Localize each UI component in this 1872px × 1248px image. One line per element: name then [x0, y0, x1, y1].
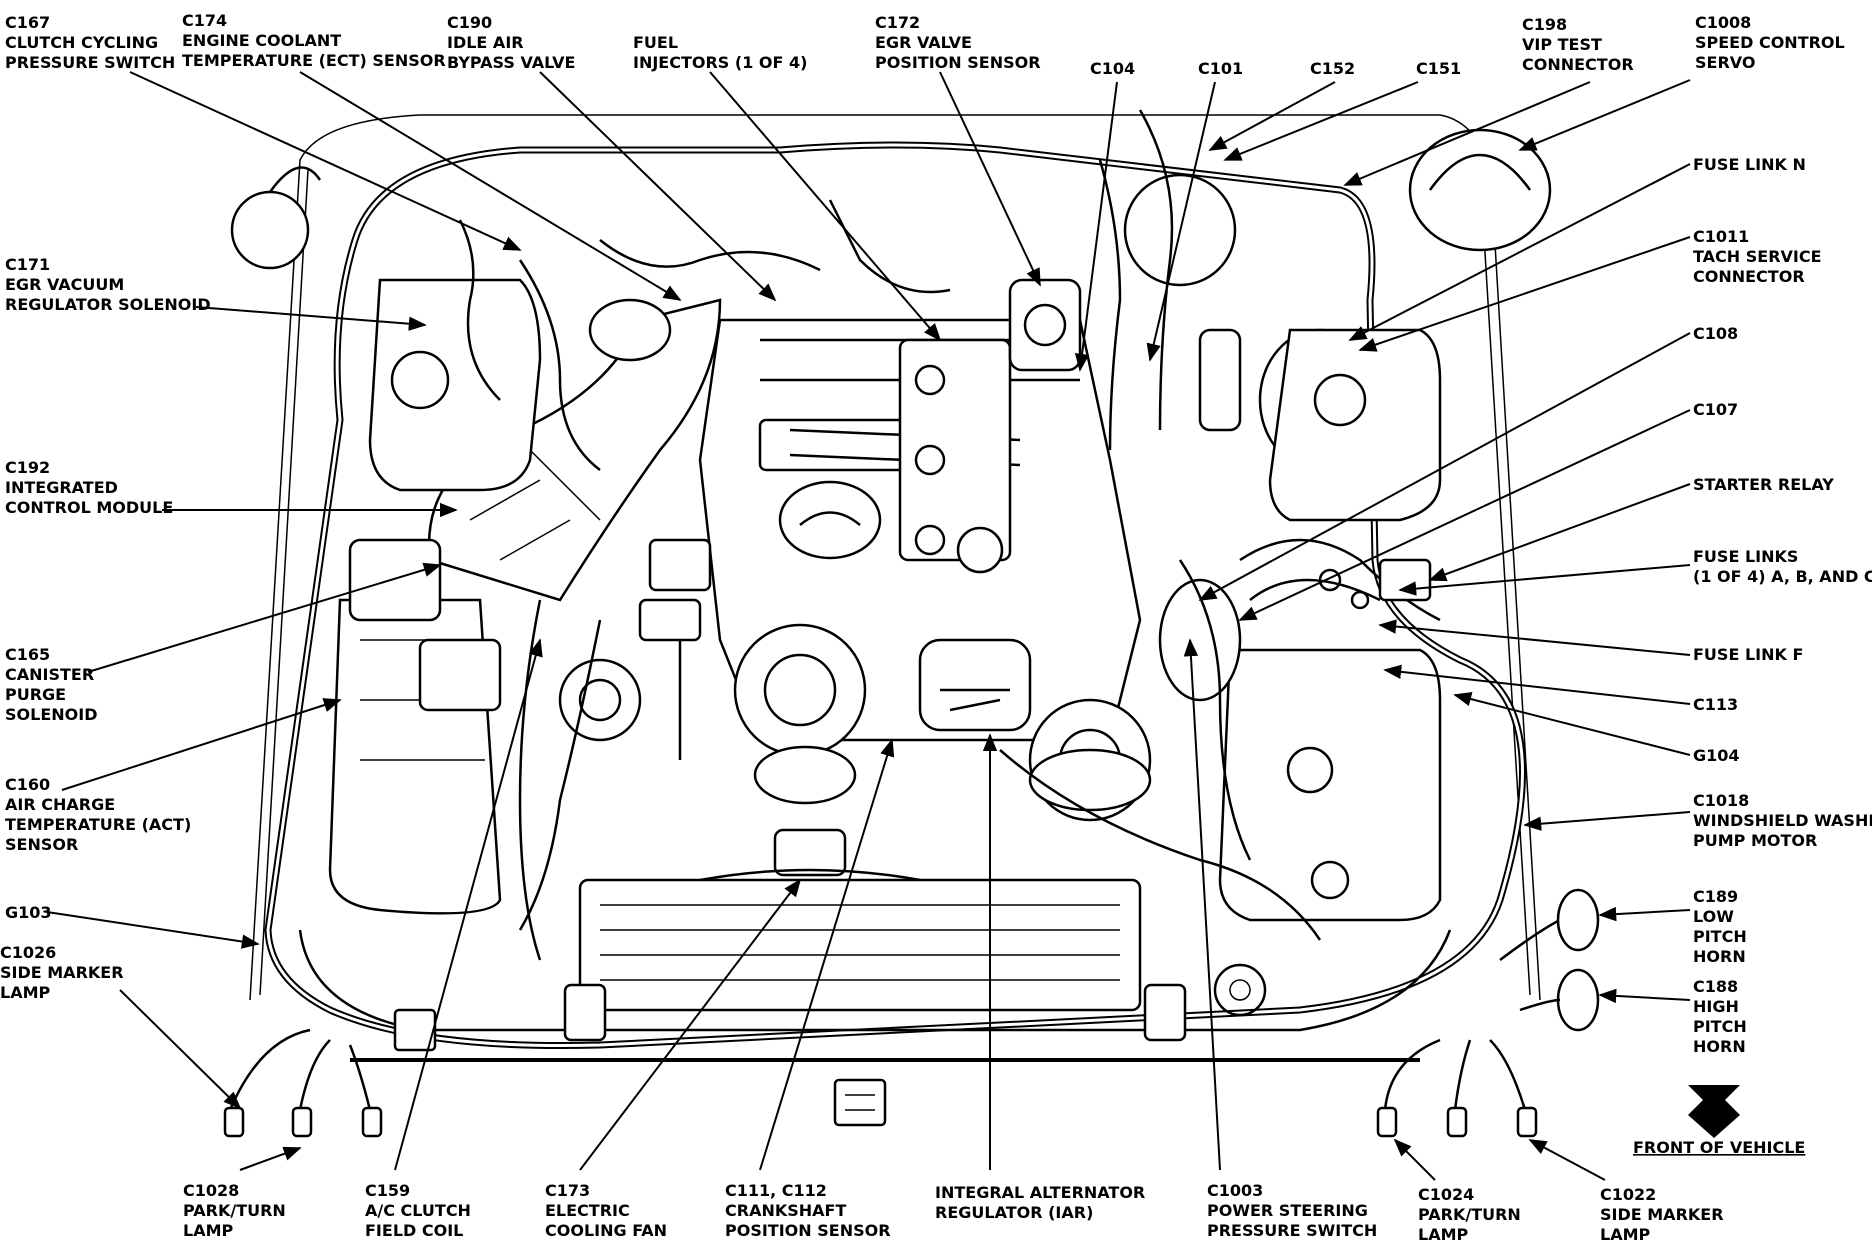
label-fuse-links-abc: FUSE LINKS (1 OF 4) A, B, AND C — [1693, 547, 1872, 586]
label-g103: G103 — [5, 903, 52, 922]
label-c1003: C1003 POWER STEERING PRESSURE SWITCH — [1207, 1181, 1377, 1240]
label-iar: INTEGRAL ALTERNATOR REGULATOR (IAR) — [935, 1183, 1151, 1222]
label-c151: C151 — [1416, 59, 1461, 78]
label-c190: C190 IDLE AIR BYPASS VALVE — [447, 13, 575, 72]
label-g104: G104 — [1693, 746, 1740, 765]
label-c1022: C1022 SIDE MARKER LAMP — [1600, 1185, 1729, 1244]
label-c152: C152 — [1310, 59, 1355, 78]
label-c1024: C1024 PARK/TURN LAMP — [1418, 1185, 1526, 1244]
label-c174: C174 ENGINE COOLANT TEMPERATURE (ECT) SE… — [182, 11, 446, 70]
label-c107: C107 — [1693, 400, 1738, 419]
label-c1018: C1018 WINDSHIELD WASHER PUMP MOTOR — [1693, 791, 1872, 850]
label-c111-c112: C111, C112 CRANKSHAFT POSITION SENSOR — [725, 1181, 891, 1240]
label-c198: C198 VIP TEST CONNECTOR — [1522, 15, 1634, 74]
front-of-vehicle-label: FRONT OF VEHICLE — [1633, 1138, 1805, 1157]
label-c165: C165 CANISTER PURGE SOLENOID — [5, 645, 100, 724]
label-c189: C189 LOW PITCH HORN — [1693, 887, 1752, 966]
label-fuse-link-n: FUSE LINK N — [1693, 155, 1806, 174]
label-c1011: C1011 TACH SERVICE CONNECTOR — [1693, 227, 1827, 286]
callout-labels: C167 CLUTCH CYCLING PRESSURE SWITCH C174… — [0, 11, 1872, 1244]
label-c1026: C1026 SIDE MARKER LAMP — [0, 943, 129, 1002]
label-c101: C101 — [1198, 59, 1243, 78]
label-c192: C192 INTEGRATED CONTROL MODULE — [5, 458, 173, 517]
label-c171: C171 EGR VACUUM REGULATOR SOLENOID — [5, 255, 211, 314]
label-starter-relay: STARTER RELAY — [1693, 475, 1834, 494]
label-fuse-link-f: FUSE LINK F — [1693, 645, 1803, 664]
leader-lines — [46, 71, 1691, 1181]
label-c160: C160 AIR CHARGE TEMPERATURE (ACT) SENSOR — [5, 775, 197, 854]
label-c113: C113 — [1693, 695, 1738, 714]
label-c167: C167 CLUTCH CYCLING PRESSURE SWITCH — [5, 13, 175, 72]
engine-illustration — [223, 109, 1740, 1138]
label-c1008: C1008 SPEED CONTROL SERVO — [1695, 13, 1850, 72]
label-c1028: C1028 PARK/TURN LAMP — [183, 1181, 291, 1240]
label-c159: C159 A/C CLUTCH FIELD COIL — [365, 1181, 477, 1240]
label-c108: C108 — [1693, 324, 1738, 343]
label-c173: C173 ELECTRIC COOLING FAN — [545, 1181, 667, 1240]
label-c104: C104 — [1090, 59, 1135, 78]
label-fuel-injectors: FUEL INJECTORS (1 OF 4) — [633, 33, 807, 72]
label-c172: C172 EGR VALVE POSITION SENSOR — [875, 13, 1041, 72]
label-c188: C188 HIGH PITCH HORN — [1693, 977, 1752, 1056]
